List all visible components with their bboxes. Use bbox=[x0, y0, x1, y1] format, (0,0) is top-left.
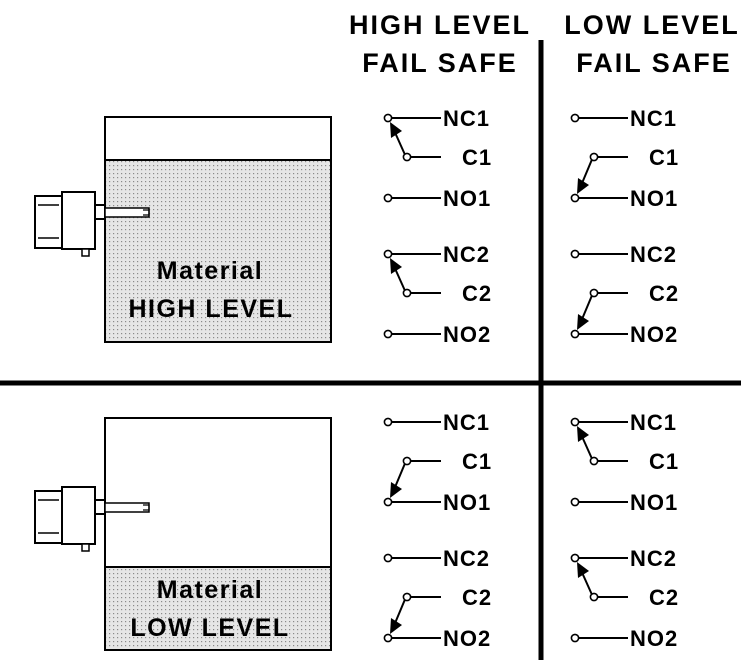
terminal-circle bbox=[402, 592, 412, 602]
header-high-fail-safe-line2: FAIL SAFE bbox=[362, 48, 518, 78]
terminal-circle bbox=[383, 633, 393, 643]
terminal-circle bbox=[589, 592, 599, 602]
terminal-label-no2: NO2 bbox=[443, 626, 491, 651]
terminal-label-c2: C2 bbox=[649, 281, 679, 306]
terminal-circle bbox=[402, 288, 412, 298]
terminal-label-nc1: NC1 bbox=[443, 106, 490, 131]
tank-low-level: Material LOW LEVEL bbox=[104, 417, 332, 651]
terminal-label-nc1: NC1 bbox=[443, 410, 490, 435]
terminal-circle bbox=[570, 113, 580, 123]
terminal-circle bbox=[570, 633, 580, 643]
terminal-circle bbox=[383, 329, 393, 339]
terminal-label-no2: NO2 bbox=[443, 322, 491, 347]
terminal-label-c1: C1 bbox=[462, 145, 492, 170]
terminal-circle bbox=[589, 288, 599, 298]
switch-arrowhead bbox=[390, 618, 402, 634]
terminal-circle bbox=[402, 456, 412, 466]
terminal-circle bbox=[383, 417, 393, 427]
terminal-label-c1: C1 bbox=[649, 145, 679, 170]
material-high-label-line1: Material bbox=[157, 257, 263, 285]
terminal-circle bbox=[570, 497, 580, 507]
material-low-label-line1: Material bbox=[157, 576, 263, 604]
level-sensor-bottom bbox=[34, 486, 150, 552]
terminal-label-nc1: NC1 bbox=[630, 106, 677, 131]
material-high-label-line2: HIGH LEVEL bbox=[128, 295, 293, 323]
terminal-circle bbox=[570, 249, 580, 259]
terminal-label-nc2: NC2 bbox=[630, 242, 677, 267]
switch-arrowhead bbox=[577, 178, 589, 194]
terminal-label-no1: NO1 bbox=[630, 490, 678, 515]
switch-arrowhead bbox=[577, 426, 589, 442]
header-high-fail-safe-line1: HIGH LEVEL bbox=[349, 10, 531, 40]
terminal-label-nc2: NC2 bbox=[443, 242, 490, 267]
switch-arrowhead bbox=[390, 122, 402, 138]
terminal-label-no1: NO1 bbox=[443, 490, 491, 515]
switch-arrowhead bbox=[577, 562, 589, 578]
terminal-circle bbox=[589, 152, 599, 162]
terminal-label-no1: NO1 bbox=[630, 186, 678, 211]
terminal-circle bbox=[570, 193, 580, 203]
terminal-label-no1: NO1 bbox=[443, 186, 491, 211]
level-sensor-top bbox=[34, 191, 150, 257]
material-low-fill bbox=[105, 567, 331, 650]
terminal-label-no2: NO2 bbox=[630, 322, 678, 347]
terminal-circle bbox=[383, 249, 393, 259]
terminal-label-no2: NO2 bbox=[630, 626, 678, 651]
switch-arrowhead bbox=[577, 314, 589, 330]
terminal-label-c2: C2 bbox=[462, 585, 492, 610]
header-low-fail-safe-line2: FAIL SAFE bbox=[576, 48, 732, 78]
terminal-circle bbox=[570, 553, 580, 563]
switch-arrowhead bbox=[390, 482, 402, 498]
material-low-label-line2: LOW LEVEL bbox=[130, 614, 289, 642]
terminal-label-c2: C2 bbox=[649, 585, 679, 610]
terminal-circle bbox=[589, 456, 599, 466]
terminal-label-nc1: NC1 bbox=[630, 410, 677, 435]
header-low-fail-safe-line1: LOW LEVEL bbox=[564, 10, 740, 40]
terminal-circle bbox=[402, 152, 412, 162]
tank-low-outline bbox=[104, 417, 332, 651]
tank-high-outline bbox=[104, 116, 332, 343]
terminal-circle bbox=[570, 329, 580, 339]
terminal-circle bbox=[383, 193, 393, 203]
terminal-circle bbox=[570, 417, 580, 427]
terminal-circle bbox=[383, 497, 393, 507]
material-high-fill bbox=[105, 160, 331, 342]
terminal-label-nc2: NC2 bbox=[443, 546, 490, 571]
terminal-label-nc2: NC2 bbox=[630, 546, 677, 571]
terminal-circle bbox=[383, 113, 393, 123]
switch-arrowhead bbox=[390, 258, 402, 274]
terminal-label-c1: C1 bbox=[649, 449, 679, 474]
terminal-label-c1: C1 bbox=[462, 449, 492, 474]
tank-high-level: Material HIGH LEVEL bbox=[104, 116, 332, 343]
terminal-label-c2: C2 bbox=[462, 281, 492, 306]
terminal-circle bbox=[383, 553, 393, 563]
